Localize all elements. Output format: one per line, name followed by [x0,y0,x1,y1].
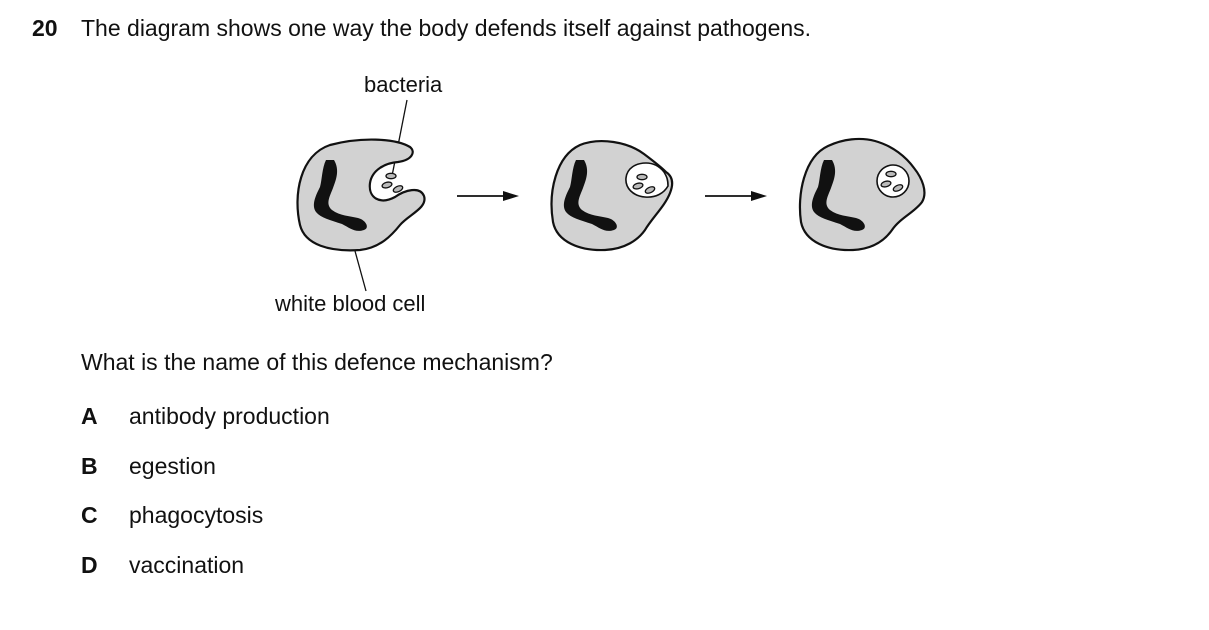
option-text: egestion [129,453,216,479]
option-text: phagocytosis [129,502,264,528]
cell-stage-1 [296,138,426,252]
nucleus-2 [563,160,617,231]
cell-stage-3 [798,137,926,252]
bacterium-1b [381,181,393,189]
option-text: vaccination [129,552,245,578]
option-letter: B [81,453,98,479]
bacterium-3b [880,180,892,188]
bacterium-2a [636,173,648,181]
vacuole-3 [876,164,910,198]
bacterium-3c [892,184,904,192]
bacterium-2b [632,182,644,190]
cell-stage-2 [550,140,674,252]
option-letter: A [81,403,98,429]
bacterium-2c [644,186,656,194]
bacteria-leader-line [391,99,408,177]
option-text: antibody production [129,403,330,429]
option-letter: C [81,502,98,528]
question-number: 20 [32,15,58,41]
nucleus-1 [313,160,367,231]
nucleus-3 [811,160,865,231]
phagocytosis-diagram: bacteria white blood cell [275,72,926,316]
bacterium-1a [385,172,397,180]
bacterium-1c [392,185,404,193]
arrow-2 [705,191,767,201]
bacteria-label: bacteria [364,72,443,97]
option-letter: D [81,552,98,578]
white-blood-cell-label: white blood cell [275,291,426,316]
white-blood-cell-leader-line [354,250,367,292]
bacterium-3a [885,170,897,178]
arrow-1 [457,191,519,201]
question-prompt: What is the name of this defence mechani… [81,349,553,375]
question-stem: The diagram shows one way the body defen… [81,15,812,41]
